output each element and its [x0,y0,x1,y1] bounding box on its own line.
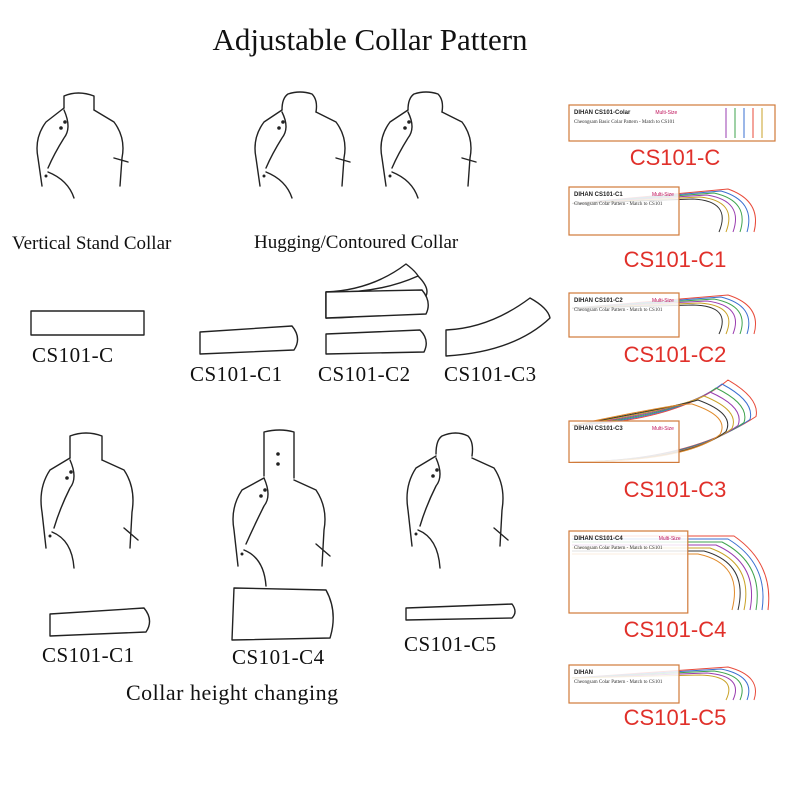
pattern-outline [572,544,753,611]
pattern-outline [571,196,730,233]
package-description: Cheongsam Basic Colar Pattern - Match to… [574,120,675,125]
collar-shape-c4 [231,587,334,641]
package-brand: DIHAN CS101-Colar [574,110,631,116]
code-cs101-c2-top: CS101-C2 [318,362,411,386]
package-multi-size: Multi-Size [652,298,674,304]
garment-bottom-c4 [232,429,331,587]
garment-vertical-stand-collar [36,92,129,199]
pattern-outline [571,188,756,233]
package-frame [568,420,680,464]
package-code-cs101-c4: CS101-C4 [623,617,727,642]
garment-hugging-collar-b [380,91,477,199]
package-multi-size: Multi-Size [655,110,677,116]
collar-shape-c3 [445,297,551,357]
package-code-cs101-c: CS101-C [629,145,721,170]
pattern-outline [571,302,730,335]
pattern-outline [571,674,730,701]
package-brand: DIHAN CS101-C2 [574,298,623,304]
pattern-outline [571,192,743,233]
package-description: Cheongsam Colar Pattern - Match to CS101 [574,202,663,207]
pattern-outline [571,298,743,335]
code-cs101-c4-bottom: CS101-C4 [232,645,325,669]
pattern-outline [571,194,736,233]
pattern-outline [571,300,736,335]
code-cs101-c5-bottom: CS101-C5 [404,632,497,656]
package-frame [568,530,689,614]
package-brand: DIHAN CS101-C3 [574,426,623,432]
pattern-outline [571,668,750,701]
package-frame [568,292,680,338]
pattern-outline [572,541,758,611]
package-frame [568,186,680,236]
package-cs101-c5: DIHAN Cheongsam Colar Pattern - Match to … [568,664,756,704]
pattern-outline [571,190,750,233]
collar-shape-c1 [199,325,299,355]
garment-bottom-c1 [40,432,139,569]
label-vertical-stand-collar: Vertical Stand Collar [12,233,172,254]
label-collar-height-changing: Collar height changing [126,680,339,705]
pattern-outline [571,666,756,701]
page-title: Adjustable Collar Pattern [212,22,528,57]
package-description: Cheongsam Colar Pattern - Match to CS101 [574,546,663,551]
package-brand: DIHAN CS101-C1 [574,192,623,198]
package-multi-size: Multi-Size [652,192,674,198]
collar-shape-c1-bottom [49,607,151,637]
package-code-cs101-c3: CS101-C3 [623,477,727,502]
package-code-cs101-c1: CS101-C1 [623,247,727,272]
pattern-outline [571,670,743,701]
pattern-outline [572,535,770,611]
pattern-outline [571,198,723,233]
pattern-outline [571,296,750,335]
package-code-cs101-c5: CS101-C5 [623,705,727,730]
collar-shape-c [30,310,145,336]
package-description: Cheongsam Colar Pattern - Match to CS101 [574,680,663,685]
collar-shape-c2 [325,263,429,355]
code-cs101-c1-top: CS101-C1 [190,362,283,386]
pattern-outline [572,553,735,611]
label-hugging-collar: Hugging/Contoured Collar [254,232,459,253]
package-multi-size: Multi-Size [659,536,681,542]
pattern-outline [572,547,747,611]
pattern-outline [571,672,736,701]
garment-hugging-collar-a [254,91,351,199]
collar-shape-c5 [405,603,516,621]
package-frame [568,664,680,704]
pattern-outline [572,538,764,611]
package-description: Cheongsam Colar Pattern - Match to CS101 [574,308,663,313]
code-cs101-c1-bottom: CS101-C1 [42,643,135,667]
code-cs101-c3-top: CS101-C3 [444,362,537,386]
package-brand: DIHAN [574,670,593,676]
code-cs101-c-top: CS101-C [32,343,114,367]
pattern-outline [571,294,756,335]
garment-bottom-c5 [406,432,509,569]
package-multi-size: Multi-Size [652,426,674,432]
package-cs101-c3: DIHAN CS101-C3 Multi-Size [568,379,757,464]
pattern-outline [572,550,741,611]
pattern-outline [571,304,723,335]
package-code-cs101-c2: CS101-C2 [623,342,727,367]
package-frame [568,104,776,142]
package-brand: DIHAN CS101-C4 [574,536,623,542]
